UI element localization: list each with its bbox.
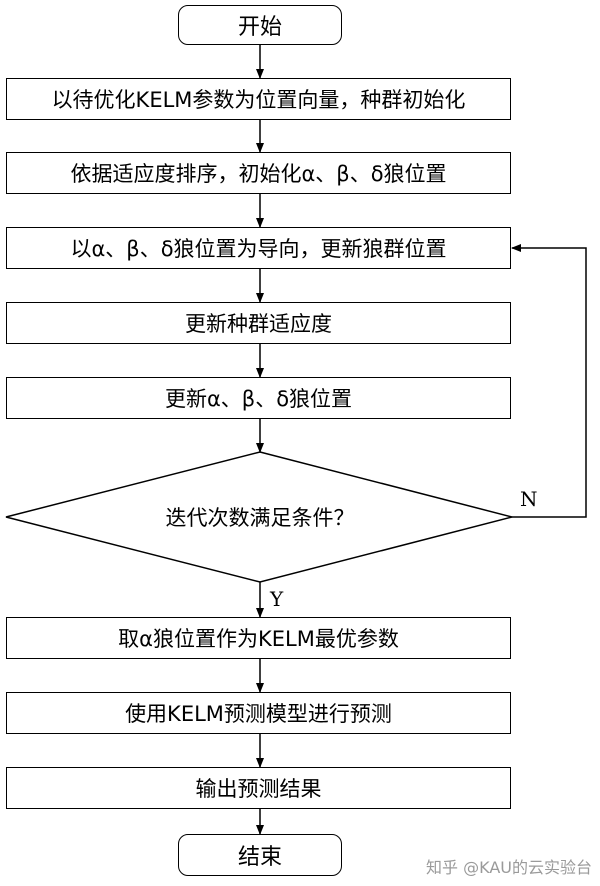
- step-take-alpha-optimal: 取α狼位置作为KELM最优参数: [6, 617, 511, 659]
- step-label: 以待优化KELM参数为位置向量，种群初始化: [51, 88, 466, 112]
- yes-branch-label: Y: [270, 587, 284, 611]
- watermark: 知乎 @KAU的云实验台: [426, 858, 592, 877]
- step-sort-fitness: 依据适应度排序，初始化α、β、δ狼位置: [6, 152, 511, 194]
- step-update-fitness: 更新种群适应度: [6, 302, 511, 344]
- step-kelm-predict: 使用KELM预测模型进行预测: [6, 692, 511, 734]
- end-label: 结束: [237, 845, 282, 870]
- start-label: 开始: [237, 15, 282, 40]
- no-branch-label: N: [520, 487, 538, 511]
- step-label: 取α狼位置作为KELM最优参数: [118, 627, 399, 651]
- step-label: 依据适应度排序，初始化α、β、δ狼位置: [70, 162, 447, 186]
- step-label: 输出预测结果: [195, 777, 322, 801]
- step-label: 以α、β、δ狼位置为导向，更新狼群位置: [70, 237, 447, 261]
- step-output-results: 输出预测结果: [6, 767, 511, 809]
- step-label: 更新α、β、δ狼位置: [164, 387, 353, 411]
- step-init-population: 以待优化KELM参数为位置向量，种群初始化: [6, 78, 511, 120]
- step-label: 更新种群适应度: [185, 312, 332, 336]
- arrow-decision-no-loop: [511, 244, 587, 518]
- step-label: 使用KELM预测模型进行预测: [125, 702, 392, 726]
- decision-label: 迭代次数满足条件？: [165, 506, 355, 530]
- start-terminal: 开始: [178, 5, 342, 45]
- end-terminal: 结束: [178, 834, 342, 876]
- step-update-leader-positions: 更新α、β、δ狼位置: [6, 377, 511, 419]
- step-update-pack-position: 以α、β、δ狼位置为导向，更新狼群位置: [6, 227, 511, 269]
